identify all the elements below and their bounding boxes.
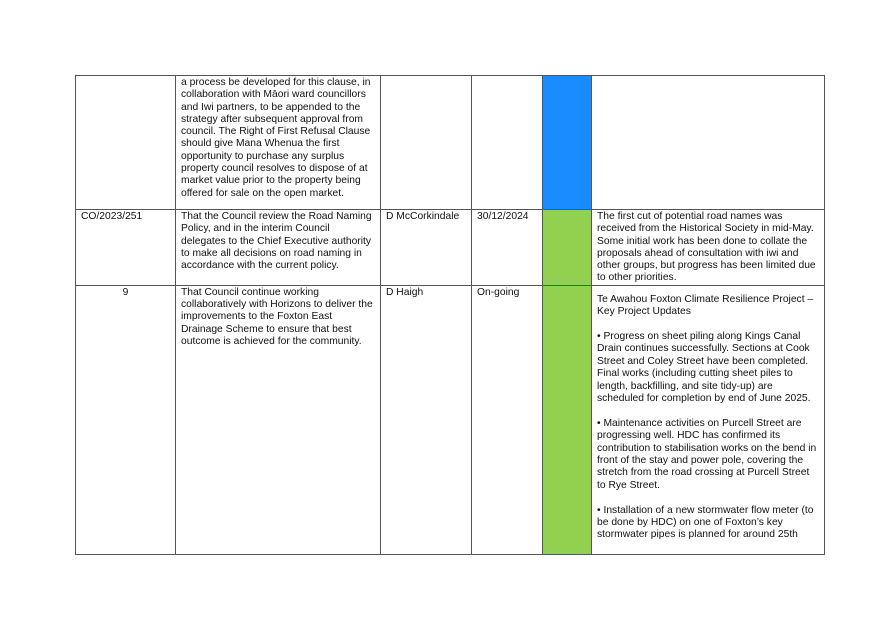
ref-cell [75, 75, 176, 210]
comment-cell: The first cut of potential road names wa… [591, 209, 825, 286]
ref-cell: 9 [75, 284, 176, 556]
table-row: a process be developed for this clause, … [75, 75, 825, 210]
status-cell-blue [542, 75, 592, 210]
resolution-cell: That the Council review the Road Naming … [175, 209, 381, 286]
resolutions-table: a process be developed for this clause, … [75, 75, 825, 556]
date-cell: On-going [471, 284, 543, 556]
comment-cell: Te Awahou Foxton Climate Resilience Proj… [591, 284, 825, 556]
comment-heading: Te Awahou Foxton Climate Resilience Proj… [597, 293, 814, 318]
officer-cell: D Haigh [380, 284, 472, 556]
comment-body: Te Awahou Foxton Climate Resilience Proj… [597, 287, 819, 542]
status-cell-green [542, 209, 592, 286]
ref-cell: CO/2023/251 [75, 209, 176, 286]
status-cell-green [542, 284, 592, 556]
comment-paragraph: • Installation of a new stormwater flow … [597, 504, 814, 541]
officer-cell: D McCorkindale [380, 209, 472, 286]
comment-cell [591, 75, 825, 210]
comment-paragraph: • Progress on sheet piling along Kings C… [597, 330, 811, 405]
officer-cell [380, 75, 472, 210]
date-cell [471, 75, 543, 210]
table-row: 9 That Council continue working collabor… [75, 284, 825, 556]
comment-paragraph: • Maintenance activities on Purcell Stre… [597, 417, 817, 491]
table-row: CO/2023/251 That the Council review the … [75, 209, 825, 286]
resolution-cell: a process be developed for this clause, … [175, 75, 381, 210]
date-cell: 30/12/2024 [471, 209, 543, 286]
resolution-cell: That Council continue working collaborat… [175, 284, 381, 556]
